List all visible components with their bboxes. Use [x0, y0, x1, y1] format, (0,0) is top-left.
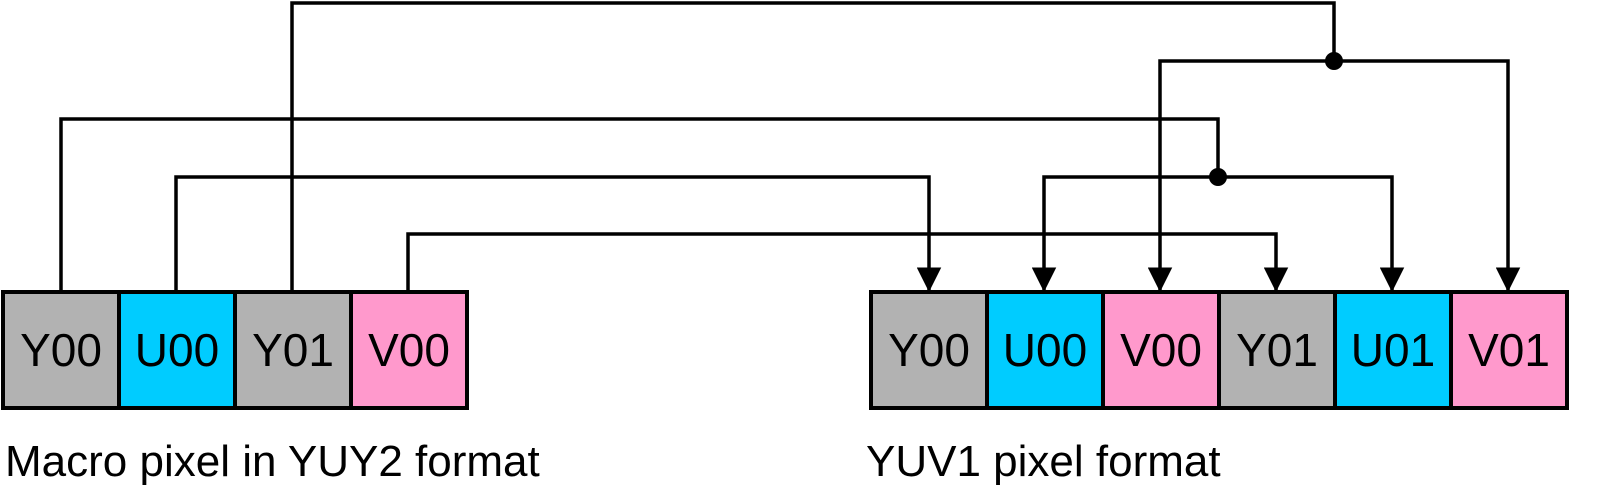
source-cell-label: U00	[135, 324, 219, 376]
connector-y00-to-u01	[1218, 175, 1405, 292]
source-cell-y01: Y01	[233, 290, 353, 410]
junction-dot-y01	[1325, 52, 1343, 70]
target-cell-y00: Y00	[869, 290, 989, 410]
connector-y00-trunk	[59, 117, 1220, 292]
connector-v00-to-y01	[406, 232, 1289, 292]
target-cell-label: U01	[1351, 324, 1435, 376]
target-cell-label: V01	[1468, 324, 1550, 376]
target-cell-label: V00	[1120, 324, 1202, 376]
target-cell-u01: U01	[1333, 290, 1453, 410]
source-caption: Macro pixel in YUY2 format	[5, 437, 540, 486]
target-cell-label: Y01	[1236, 324, 1318, 376]
connector-y01-to-v01	[1334, 59, 1521, 292]
target-cell-label: U00	[1003, 324, 1087, 376]
source-cell-y00: Y00	[1, 290, 121, 410]
connector-lines	[59, 1, 1521, 292]
connector-y01-to-v00	[1147, 59, 1334, 292]
target-cell-v01: V01	[1449, 290, 1569, 410]
connector-y01-trunk	[290, 1, 1336, 292]
junction-dot-y00	[1209, 168, 1227, 186]
target-cell-v00: V00	[1101, 290, 1221, 410]
target-cell-y01: Y01	[1217, 290, 1337, 410]
source-cell-u00: U00	[117, 290, 237, 410]
target-cell-label: Y00	[888, 324, 970, 376]
source-cell-label: Y00	[20, 324, 102, 376]
source-cell-v00: V00	[349, 290, 469, 410]
target-cell-u00: U00	[985, 290, 1105, 410]
source-cell-label: Y01	[252, 324, 334, 376]
yuy2-macro-pixel: Y00 U00 Y01 V00	[1, 290, 469, 410]
connector-y00-to-u00	[1031, 175, 1218, 292]
target-caption: YUV1 pixel format	[866, 437, 1221, 486]
source-cell-label: V00	[368, 324, 450, 376]
yuv1-pixel: Y00 U00 V00 Y01 U01 V01	[869, 290, 1569, 410]
